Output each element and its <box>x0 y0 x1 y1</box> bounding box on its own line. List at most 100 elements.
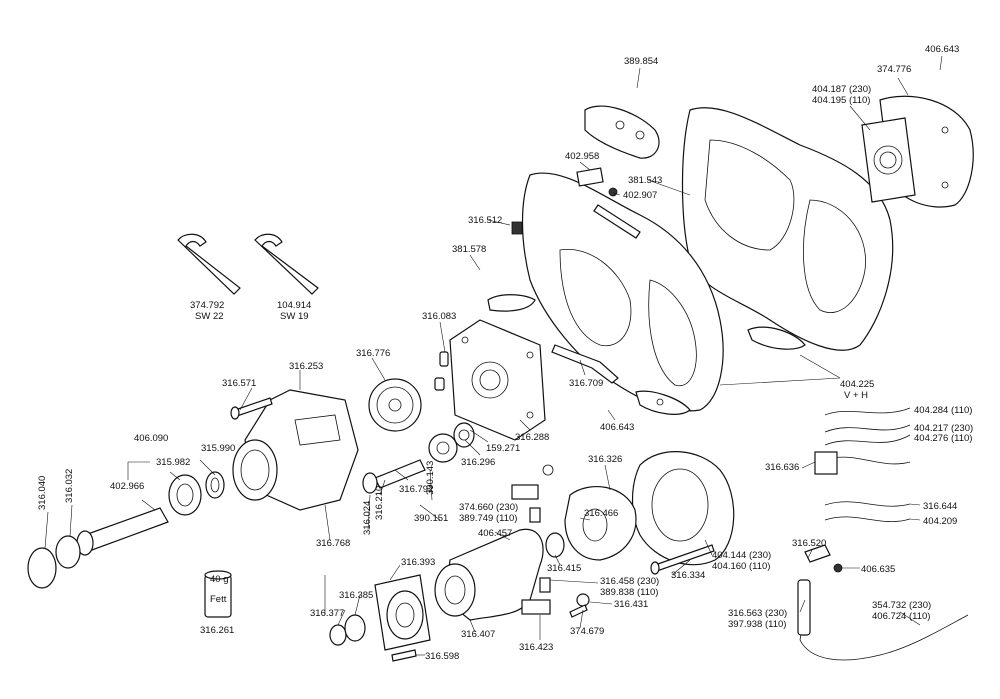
label-389-749: 389.749 (110) <box>459 513 517 524</box>
label-316-393: 316.393 <box>401 557 435 568</box>
label-316-598: 316.598 <box>425 651 459 662</box>
label-389-854: 389.854 <box>624 56 658 67</box>
label-316-083: 316.083 <box>422 311 456 322</box>
label-316-334: 316.334 <box>671 570 705 581</box>
end-shield <box>374 574 431 651</box>
label-374-776: 374.776 <box>877 64 911 75</box>
label-316-792: 316.792 <box>399 484 433 495</box>
field-stator <box>631 451 735 566</box>
wrench-sw19 <box>254 233 319 295</box>
handle-cap-left <box>487 294 536 312</box>
label-316-768: 316.768 <box>316 538 350 549</box>
gear-small <box>428 422 475 463</box>
label-381-543: 381.543 <box>628 175 662 186</box>
wire-set <box>824 407 911 522</box>
end-cover <box>861 95 974 208</box>
gear-housing-plate <box>449 319 546 441</box>
label-316-512: 316.512 <box>468 215 502 226</box>
label-316-040: 316.040 <box>37 476 48 510</box>
label-390-143: 390.143 <box>425 461 436 495</box>
fan-baffle <box>564 486 637 561</box>
power-cable <box>797 579 969 661</box>
label-374-792-sw: SW 22 <box>195 311 224 322</box>
label-316-571: 316.571 <box>222 378 256 389</box>
label-389-838: 389.838 (110) <box>600 587 658 598</box>
label-406-635: 406.635 <box>861 564 895 575</box>
bearing-315990 <box>205 471 225 499</box>
label-404-195: 404.195 (110) <box>812 95 870 106</box>
label-374-792: 374.792 <box>190 300 224 311</box>
label-404-284: 404.284 (110) <box>914 405 972 416</box>
label-104-914: 104.914 <box>277 300 311 311</box>
label-402-958: 402.958 <box>565 151 599 162</box>
handle-cap-right <box>747 326 806 350</box>
retaining-ring <box>27 535 81 589</box>
screw-316334 <box>650 544 715 575</box>
armature <box>434 528 544 621</box>
label-406-090: 406.090 <box>134 433 168 444</box>
label-316-709: 316.709 <box>569 378 603 389</box>
cable-clamp <box>804 544 843 573</box>
label-104-914-sw: SW 19 <box>280 311 309 322</box>
screw-316598 <box>391 649 417 662</box>
label-316-415: 316.415 <box>547 563 581 574</box>
front-handle-shell <box>521 172 724 412</box>
brush-holders <box>511 484 590 618</box>
label-390-151: 390.151 <box>414 513 448 524</box>
bearing-316415 <box>545 532 565 558</box>
label-316-520: 316.520 <box>792 538 826 549</box>
label-404-144: 404.144 (230) <box>712 550 771 561</box>
gear-large <box>368 378 422 432</box>
label-374-679: 374.679 <box>570 626 604 637</box>
handle-cap-top <box>584 105 660 159</box>
screw-316571 <box>230 397 273 420</box>
grease-weight: 40 g <box>210 574 229 585</box>
label-316-377: 316.377 <box>310 608 344 619</box>
label-404-160: 404.160 (110) <box>712 561 770 572</box>
grease-label: Fett <box>210 594 227 605</box>
label-316-032: 316.032 <box>64 469 75 503</box>
grease-tube: 40 g Fett <box>204 570 232 618</box>
label-402-907: 402.907 <box>623 190 657 201</box>
wrench-sw22 <box>177 233 241 295</box>
label-404-225: 404.225 <box>840 379 874 390</box>
switch-clip <box>511 167 641 384</box>
label-316-458: 316.458 (230) <box>600 576 659 587</box>
label-404-217: 404.217 (230) <box>914 423 973 434</box>
label-404-187: 404.187 (230) <box>812 84 871 95</box>
label-406-643-mid: 406.643 <box>600 422 634 433</box>
leader-lines <box>44 55 943 656</box>
bearing-315982 <box>168 474 202 516</box>
wire-loop <box>542 464 554 476</box>
label-406-457: 406.457 <box>478 528 512 539</box>
label-316-563: 316.563 (230) <box>728 608 787 619</box>
label-316-253: 316.253 <box>289 361 323 372</box>
label-374-660: 374.660 (230) <box>459 502 518 513</box>
part-labels: 389.854 406.643 374.776 404.187 (230) 40… <box>37 44 973 662</box>
label-316-385: 316.385 <box>339 590 373 601</box>
label-381-578: 381.578 <box>452 244 486 255</box>
label-316-423: 316.423 <box>519 642 553 653</box>
label-316-431: 316.431 <box>614 599 648 610</box>
capacitor <box>814 451 838 475</box>
spindle <box>76 507 169 556</box>
label-316-407: 316.407 <box>461 629 495 640</box>
bearing-316377 <box>329 614 366 646</box>
label-316-288: 316.288 <box>515 432 549 443</box>
label-315-990: 315.990 <box>201 443 235 454</box>
label-316-644: 316.644 <box>923 501 957 512</box>
label-402-966: 402.966 <box>110 481 144 492</box>
label-316-466: 316.466 <box>584 508 618 519</box>
label-316-776: 316.776 <box>356 348 390 359</box>
label-316-024: 316.024 <box>362 501 373 535</box>
label-406-643-top: 406.643 <box>925 44 959 55</box>
gearbox-housing <box>232 389 359 511</box>
label-159-271: 159.271 <box>486 443 520 454</box>
label-316-326: 316.326 <box>588 454 622 465</box>
label-315-982: 315.982 <box>156 457 190 468</box>
label-316-636: 316.636 <box>765 462 799 473</box>
label-404-209: 404.209 <box>923 516 957 527</box>
label-316-261: 316.261 <box>200 625 234 636</box>
label-316-296: 316.296 <box>461 457 495 468</box>
pin-316083 <box>434 351 449 391</box>
